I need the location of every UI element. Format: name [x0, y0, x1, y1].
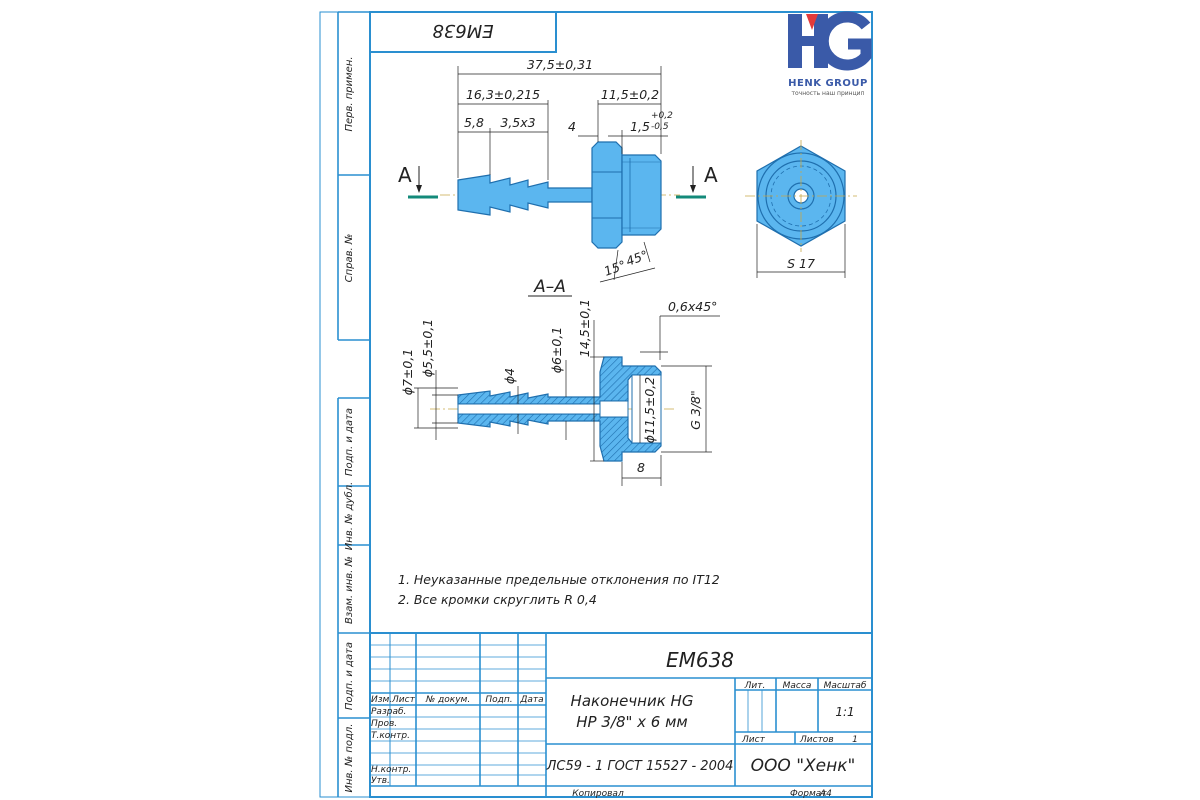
tb-material: ЛС59 - 1 ГОСТ 15527 - 2004	[546, 759, 734, 774]
dim-tol-dn: -0,5	[651, 122, 669, 132]
title-block: EM638 Наконечник HG HP 3/8" x 6 мм ЛС59 …	[369, 632, 873, 799]
tb-col-izm: Изм.	[371, 695, 392, 705]
dim-barbs: 3,5x3	[500, 115, 535, 130]
section-title: A–A	[533, 277, 566, 297]
barbed-tail	[457, 174, 593, 216]
side-label: Взам. инв. №	[344, 556, 355, 624]
dim-chamfer: 0,6x45°	[668, 299, 717, 314]
side-label: Подп. и дата	[344, 408, 355, 476]
end-view: S 17	[745, 140, 857, 278]
side-label: Подп. и дата	[344, 642, 355, 710]
dim-angle1: 15°	[602, 257, 628, 279]
dim-l145: 14,5±0,1	[577, 299, 592, 357]
top-code-box: EM638	[369, 11, 557, 53]
tb-row-tkontr: Т.контр.	[371, 731, 410, 741]
side-labels: Перв. примен. Справ. № Подп. и дата Инв.…	[343, 56, 355, 792]
dim-tol-up: +0,2	[651, 111, 673, 121]
section-lower	[457, 413, 662, 462]
dim-chamfer-w: 1,5	[630, 119, 650, 134]
tb-col-sign: Подп.	[485, 695, 512, 705]
logo-name: HENK GROUP	[788, 78, 868, 89]
notes: 1. Неуказанные предельные отклонения по …	[398, 572, 720, 607]
tb-row-razrab: Разраб.	[371, 707, 406, 717]
tb-sheets-label: Листов	[799, 735, 834, 745]
tb-scale-value: 1:1	[835, 705, 854, 719]
tb-sheets-value: 1	[852, 735, 858, 745]
section-marker-right: A	[704, 163, 718, 187]
tb-row-prov: Пров.	[371, 719, 397, 729]
henk-group-logo: HENK GROUP точность наш принцип	[788, 11, 872, 97]
tb-col-list: Лист	[391, 695, 416, 705]
side-label: Справ. №	[344, 234, 355, 283]
section-view: A–A	[400, 277, 720, 486]
tb-name2: HP 3/8" x 6 мм	[576, 713, 688, 731]
dim-d6: ϕ6±0,1	[549, 327, 564, 374]
tb-copied: Копировал	[572, 789, 624, 799]
tb-lit: Лит.	[744, 681, 766, 691]
dim-hex-size: S 17	[787, 256, 815, 271]
dim-barb-zone: 16,3±0,215	[466, 87, 540, 102]
note-1: 1. Неуказанные предельные отклонения по …	[398, 572, 720, 587]
tb-col-date: Дата	[519, 695, 543, 705]
tb-scale-label: Масштаб	[824, 681, 867, 691]
dim-first-barb: 5,8	[464, 115, 484, 130]
tb-code: EM638	[666, 648, 734, 672]
tb-row-utv: Утв.	[371, 776, 390, 786]
tb-company: ООО "Хенк"	[751, 756, 856, 776]
top-code: EM638	[432, 20, 493, 41]
dim-angle2: 45°	[624, 247, 650, 269]
dim-d7: ϕ7±0,1	[400, 349, 415, 396]
thread-section	[621, 154, 662, 236]
side-label: Инв. № подл.	[344, 724, 355, 793]
tb-col-doc: № докум.	[425, 695, 470, 705]
dim-hex-w: 4	[568, 119, 576, 134]
tb-name1: Наконечник HG	[571, 692, 694, 710]
note-2: 2. Все кромки скруглить R 0,4	[398, 592, 597, 607]
side-label: Перв. примен.	[344, 56, 355, 131]
dim-d115: ϕ11,5±0,2	[642, 377, 657, 443]
dim-overall: 37,5±0,31	[527, 57, 593, 72]
main-view: A A 37,5±0,31 16,3±0,215 11,5±0,2 5,8 3,…	[398, 57, 718, 283]
dim-len8: 8	[637, 460, 645, 475]
side-label: Инв. № дубл.	[343, 482, 355, 550]
dim-d4: ϕ4	[502, 368, 517, 384]
hex-nut	[591, 141, 623, 249]
tb-mass: Масса	[783, 681, 812, 691]
tb-sheet-label: Лист	[741, 735, 766, 745]
tb-format-value: A4	[819, 789, 832, 799]
dim-thread: G 3/8"	[688, 390, 703, 430]
section-marker-left: A	[398, 163, 412, 187]
dim-d55: ϕ5,5±0,1	[420, 319, 435, 377]
tb-row-nkontr: Н.контр.	[371, 765, 411, 775]
dim-thread-len: 11,5±0,2	[601, 87, 659, 102]
logo-slogan: точность наш принцип	[792, 90, 865, 97]
tb-format-label: Формат	[790, 789, 827, 799]
